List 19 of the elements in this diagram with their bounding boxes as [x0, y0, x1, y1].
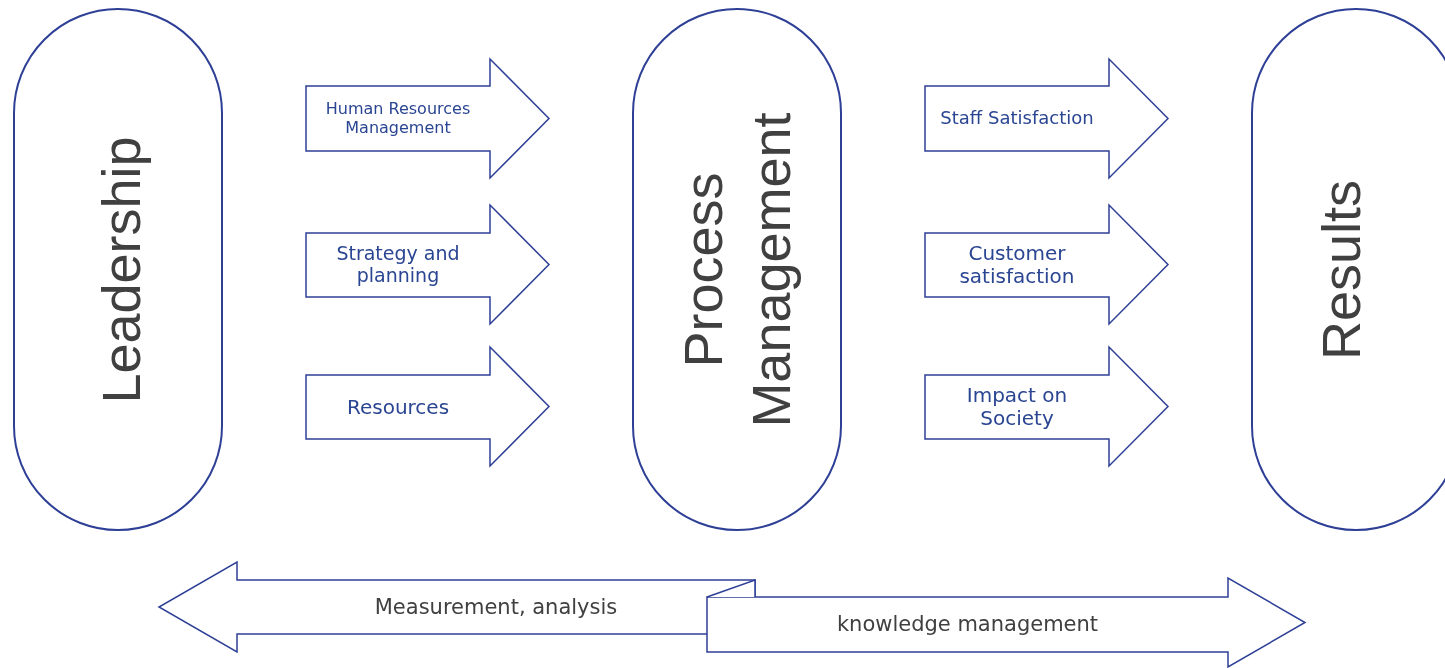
- pointed-label-box: [707, 578, 1305, 667]
- arrow-label: Resources: [346, 395, 450, 419]
- pointed-label-box: [925, 59, 1168, 178]
- vertical-label: Process Management: [671, 110, 802, 430]
- arrow-label: knowledge management: [836, 612, 1099, 637]
- arrow-label: Human Resources Management: [324, 100, 472, 137]
- pointed-label-box: [925, 205, 1168, 324]
- arrow-label: Customer satisfaction: [958, 242, 1076, 288]
- pointed-label-box: [306, 347, 549, 466]
- arrow-label: Staff Satisfaction: [940, 108, 1094, 129]
- pointed-label-box: [159, 562, 755, 652]
- arrow-label: Strategy and planning: [335, 243, 461, 287]
- vertical-label: Leadership: [90, 134, 153, 406]
- vertical-label: Results: [1309, 178, 1372, 362]
- arrow-label: Measurement, analysis: [374, 594, 618, 620]
- pointed-label-box: [306, 205, 549, 324]
- pointed-label-box: [925, 347, 1168, 466]
- arrow-label: Impact on Society: [965, 384, 1069, 430]
- pointed-label-box: [306, 59, 549, 178]
